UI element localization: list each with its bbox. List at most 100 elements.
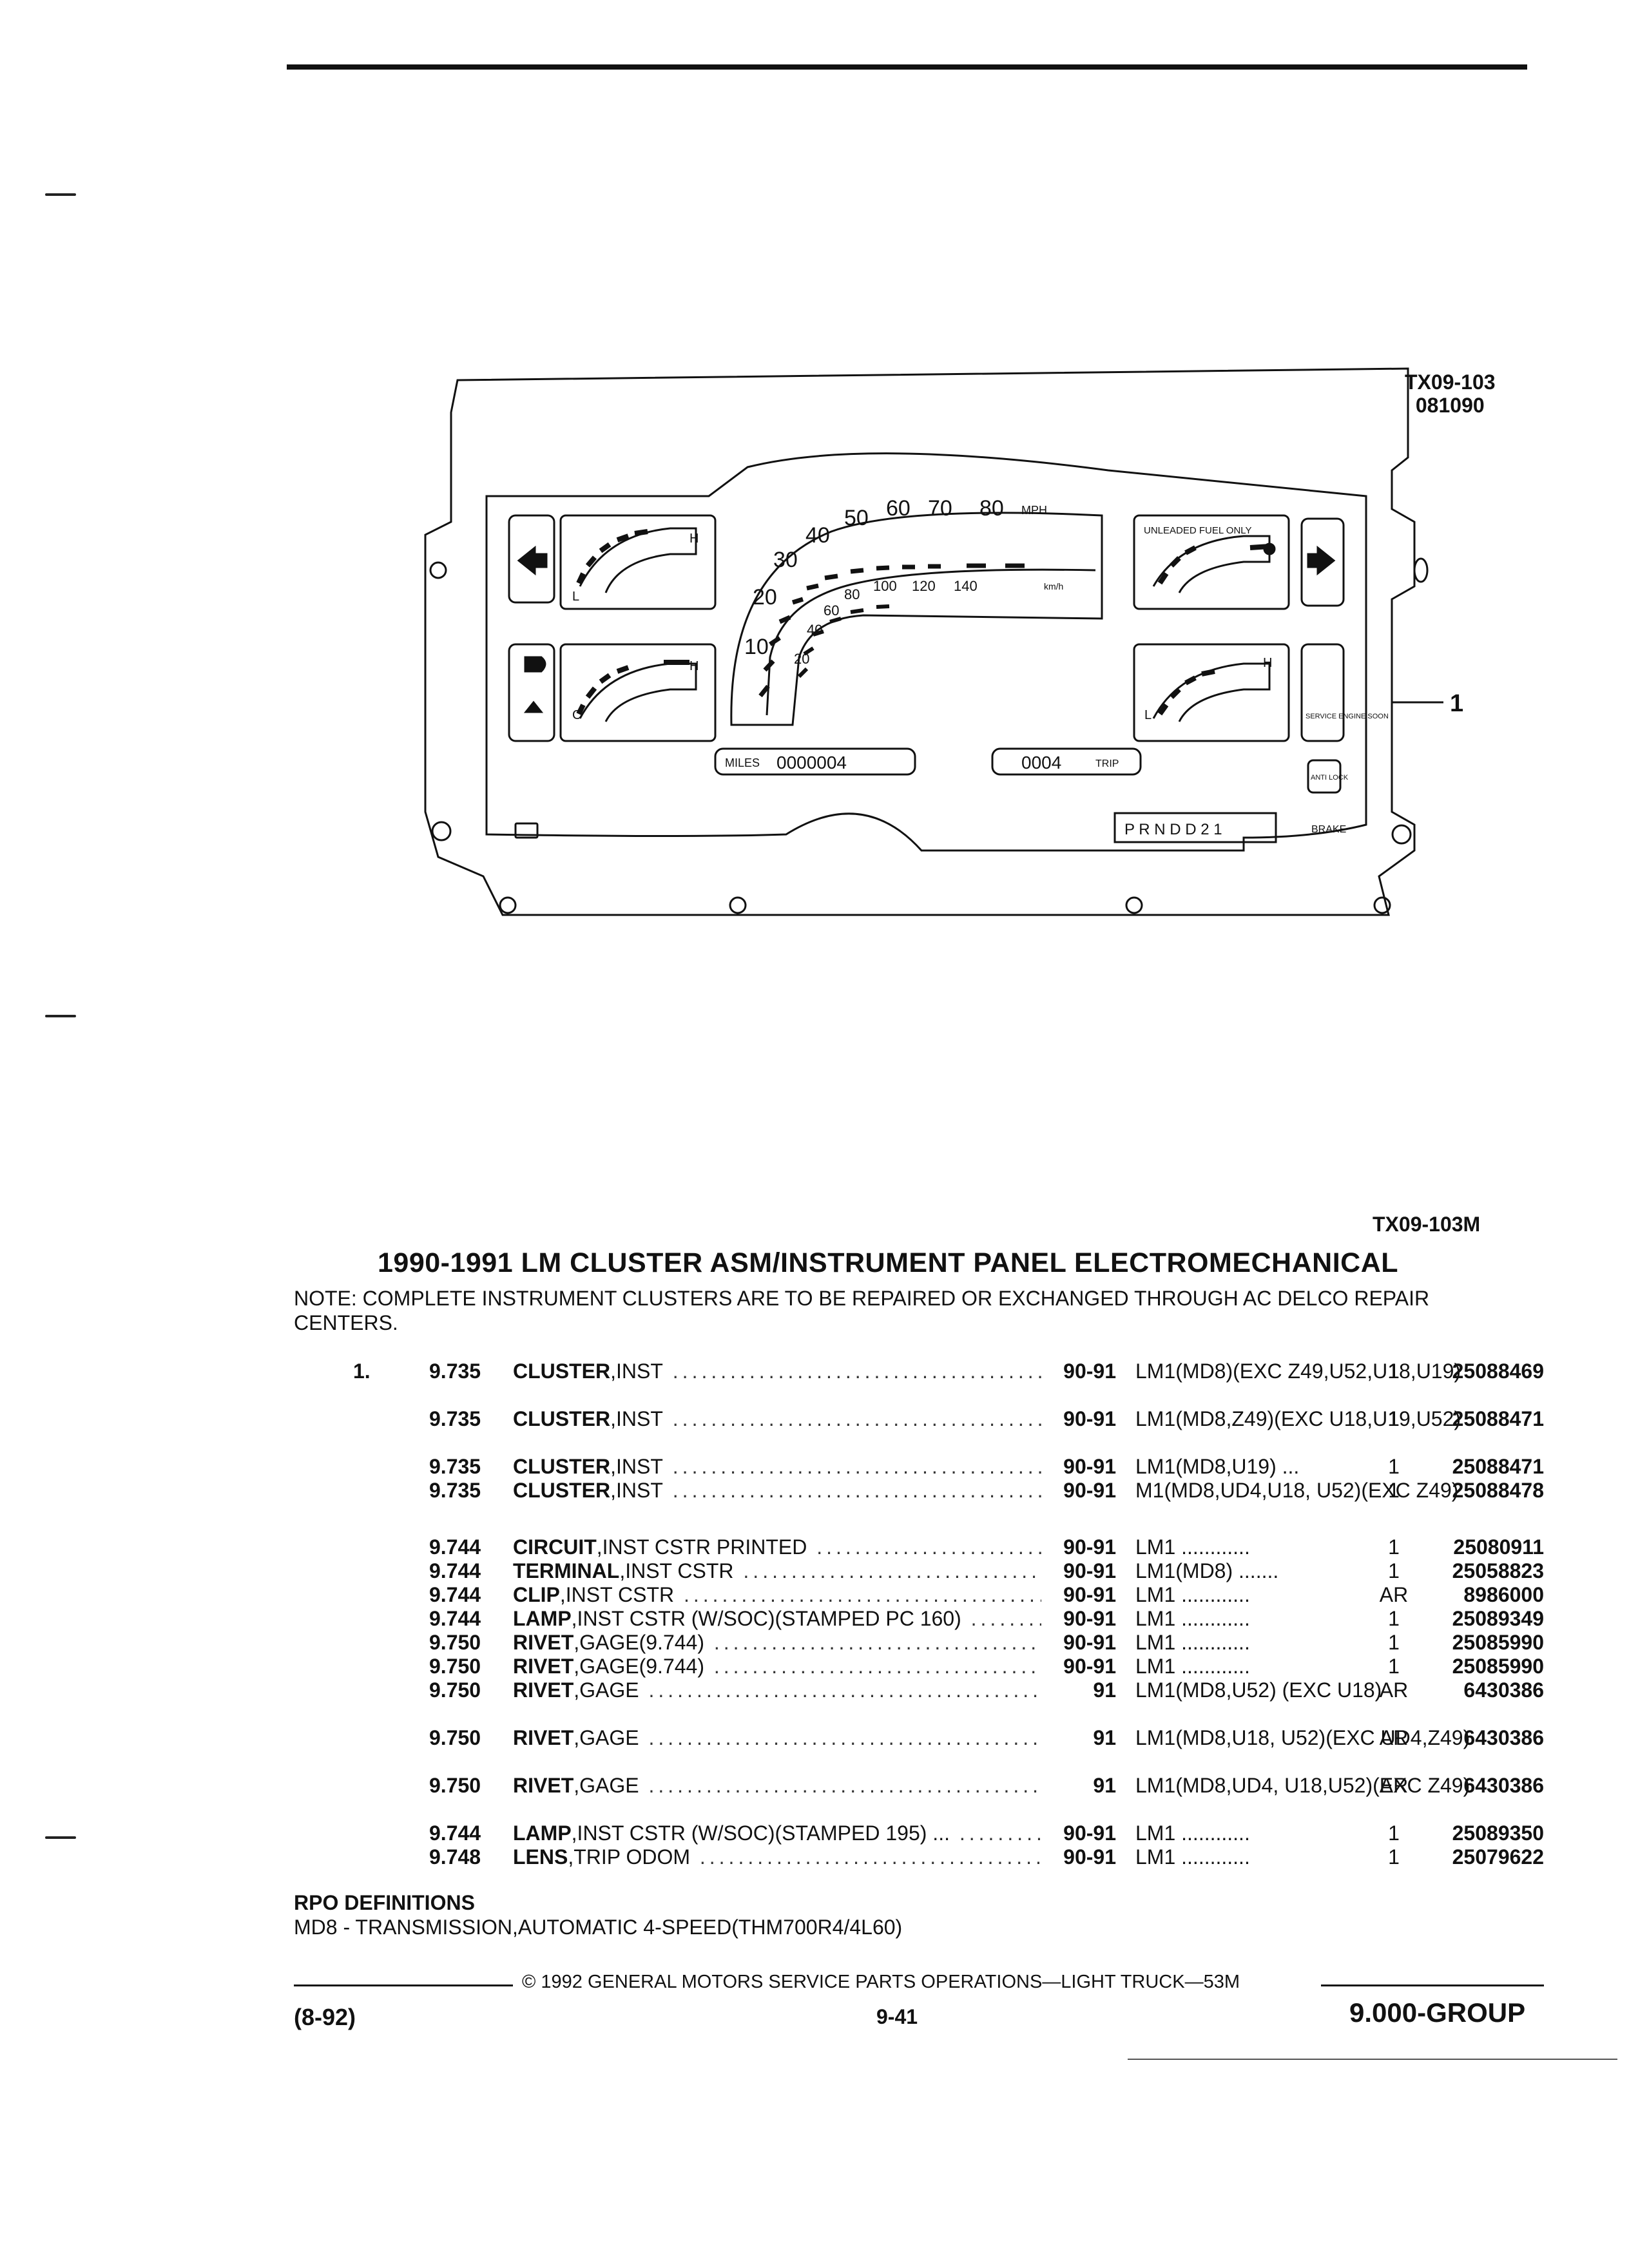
parts-desc: ,GAGE [574, 1726, 639, 1749]
parts-desc: ,GAGE [574, 1774, 639, 1797]
parts-name: CLUSTER [513, 1479, 611, 1502]
parts-description: RIVET,GAGE(9.744) ......................… [513, 1631, 1041, 1655]
svg-text:60: 60 [886, 496, 911, 521]
parts-name: RIVET [513, 1774, 574, 1797]
parts-part-number: 25085990 [1452, 1631, 1544, 1654]
coolant-temp-gauge-box [559, 643, 717, 742]
anti-lock-indicator-box [1307, 759, 1342, 794]
cluster-housing-outline [424, 367, 1416, 916]
svg-text:L: L [572, 590, 579, 604]
parts-years: 90-91 [1063, 1479, 1116, 1502]
parts-quantity: 1 [1388, 1607, 1400, 1630]
svg-text:SERVICE ENGINE SOON: SERVICE ENGINE SOON [1306, 713, 1389, 720]
leader-dots: ........................................… [970, 1607, 1041, 1630]
svg-text:MILES: MILES [725, 756, 760, 769]
parts-part-number: 25079622 [1452, 1845, 1544, 1869]
parts-group-number: 9.750 [429, 1726, 481, 1749]
parts-group-number: 9.750 [429, 1655, 481, 1678]
parts-part-number: 25080911 [1453, 1535, 1544, 1559]
parts-group-number: 9.735 [429, 1479, 481, 1502]
parts-part-number: 8986000 [1463, 1583, 1544, 1606]
footer-rule-right [1321, 1984, 1544, 1986]
parts-years: 91 [1093, 1678, 1116, 1702]
parts-desc: ,TRIP ODOM [568, 1845, 690, 1869]
svg-text:0004: 0004 [1021, 753, 1061, 773]
leader-dots: ........................................… [672, 1479, 1041, 1502]
parts-description: CLUSTER,INST ...........................… [513, 1455, 1041, 1479]
parts-years: 90-91 [1063, 1607, 1116, 1630]
speedometer-kmh-labels: 20 40 60 80 100 120 140 km/h [794, 578, 1063, 667]
parts-years: 90-91 [1063, 1407, 1116, 1430]
parts-part-number: 25088469 [1452, 1360, 1544, 1383]
speedometer-tick-marks [758, 563, 1025, 698]
headlamp-indicator-box [508, 643, 555, 742]
parts-group-number: 9.750 [429, 1678, 481, 1702]
parts-group-number: 9.748 [429, 1845, 481, 1869]
parts-description: LAMP,INST CSTR (W/SOC)(STAMPED 195) ... … [513, 1821, 1041, 1845]
svg-text:70: 70 [928, 496, 952, 521]
parts-name: CLIP [513, 1583, 560, 1606]
parts-quantity: 1 [1388, 1631, 1400, 1654]
parts-part-number: 25089349 [1452, 1607, 1544, 1630]
parts-years: 90-91 [1063, 1845, 1116, 1869]
speedometer-mph-labels: 10 20 30 40 50 60 70 80 MPH [744, 496, 1047, 659]
parts-desc: ,INST [610, 1360, 663, 1383]
parts-years: 90-91 [1063, 1360, 1116, 1383]
svg-text:UNLEADED FUEL ONLY: UNLEADED FUEL ONLY [1144, 525, 1252, 536]
svg-text:60: 60 [824, 602, 839, 619]
leader-dots: ........................................… [699, 1845, 1041, 1869]
svg-text:1: 1 [1450, 690, 1463, 717]
parts-application: LM1(MD8) ....... [1135, 1559, 1279, 1582]
parts-quantity: 1 [1388, 1559, 1400, 1582]
parts-description: LENS,TRIP ODOM .........................… [513, 1845, 1041, 1869]
left-turn-indicator-box [508, 514, 555, 604]
leader-dots: ........................................… [648, 1678, 1041, 1702]
parts-application: LM1(MD8,U18, U52)(EXC UD4,Z49) [1135, 1726, 1470, 1749]
mounting-hole [431, 821, 452, 841]
parts-row: 9.735 CLUSTER,INST ......................… [0, 1407, 1629, 1455]
svg-text:TRIP: TRIP [1095, 758, 1119, 769]
parts-quantity: AR [1379, 1583, 1409, 1606]
shift-icon [523, 700, 544, 713]
top-rule [287, 64, 1527, 70]
bottom-rule [1128, 2059, 1617, 2060]
page-title: 1990-1991 LM CLUSTER ASM/INSTRUMENT PANE… [378, 1247, 1399, 1278]
fuel-gauge-box [1133, 514, 1290, 610]
parts-part-number: 6430386 [1463, 1774, 1544, 1797]
svg-text:140: 140 [954, 578, 978, 594]
instrument-cluster-diagram: H L H C UNLEADED FUEL ONLY H L SERVICE E… [424, 367, 1463, 916]
parts-group-number: 9.744 [429, 1535, 481, 1559]
svg-text:H: H [1263, 656, 1272, 670]
parts-quantity: 1 [1388, 1845, 1400, 1869]
leader-dots: ........................................… [743, 1559, 1041, 1582]
parts-years: 90-91 [1063, 1655, 1116, 1678]
parts-name: CLUSTER [513, 1455, 611, 1478]
parts-part-number: 25088478 [1452, 1479, 1544, 1502]
leader-dots: ........................................… [672, 1407, 1041, 1430]
parts-part-number: 25058823 [1452, 1559, 1544, 1582]
parts-name: CLUSTER [513, 1407, 611, 1430]
parts-description: CLUSTER,INST ...........................… [513, 1407, 1041, 1431]
parts-application: LM1 ............ [1135, 1631, 1250, 1654]
kmh-tick-marks [797, 604, 890, 678]
parts-quantity: AR [1379, 1774, 1409, 1797]
svg-text:ANTI LOCK: ANTI LOCK [1311, 774, 1349, 782]
parts-years: 90-91 [1063, 1821, 1116, 1845]
right-arrow-icon [1307, 545, 1336, 576]
parts-desc: ,INST [610, 1455, 663, 1478]
leader-dots: ........................................… [648, 1774, 1041, 1797]
mounting-slot [1413, 557, 1429, 583]
mounting-hole [499, 896, 517, 914]
margin-mark [45, 1836, 76, 1839]
parts-name: RIVET [513, 1631, 574, 1654]
parts-description: CLUSTER,INST ...........................… [513, 1479, 1041, 1503]
svg-text:40: 40 [805, 523, 830, 548]
parts-description: RIVET,GAGE .............................… [513, 1726, 1041, 1750]
service-engine-soon-box [1300, 643, 1345, 742]
parts-group-number: 9.735 [429, 1407, 481, 1430]
